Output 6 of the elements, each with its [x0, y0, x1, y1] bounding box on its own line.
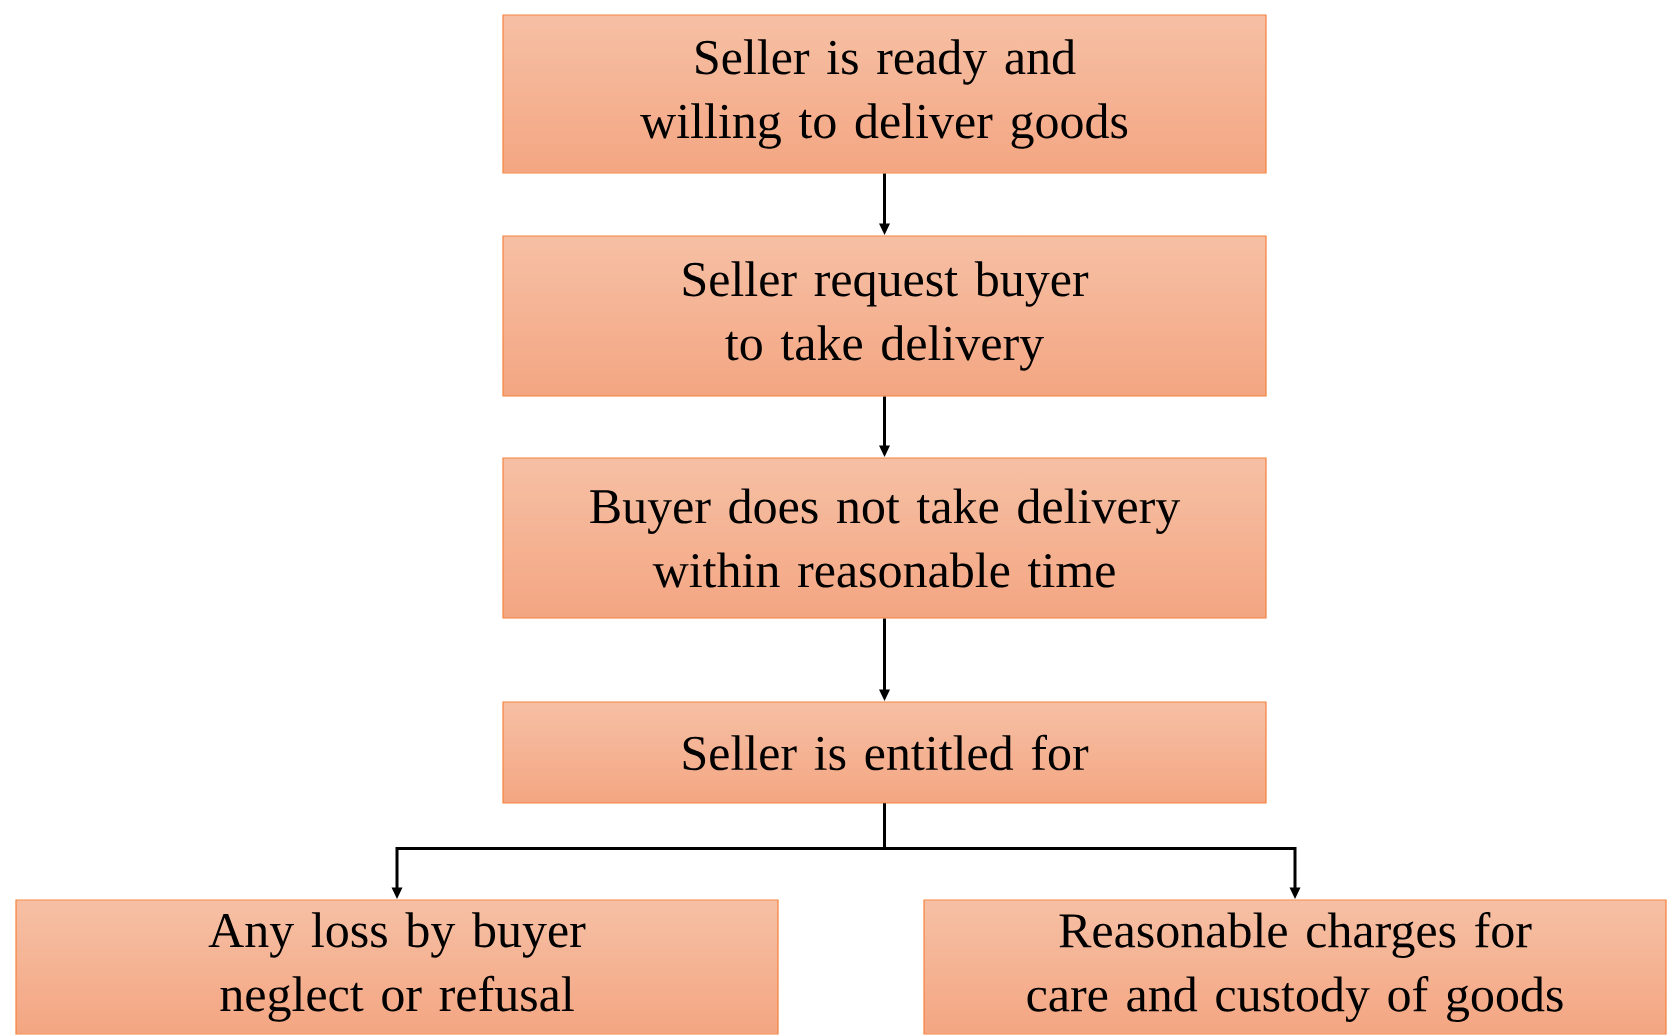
process-box: Reasonable charges for care and custody of goods — [923, 899, 1667, 1035]
process-box: Any loss by buyer neglect or refusal — [15, 899, 779, 1035]
process-box: Seller request buyer to take delivery — [502, 235, 1267, 397]
process-box: Buyer does not take delivery within reasonable time — [502, 457, 1267, 619]
process-box: Seller is ready and willing to deliver goods — [502, 14, 1267, 174]
process-box: Seller is entitled for — [502, 701, 1267, 804]
